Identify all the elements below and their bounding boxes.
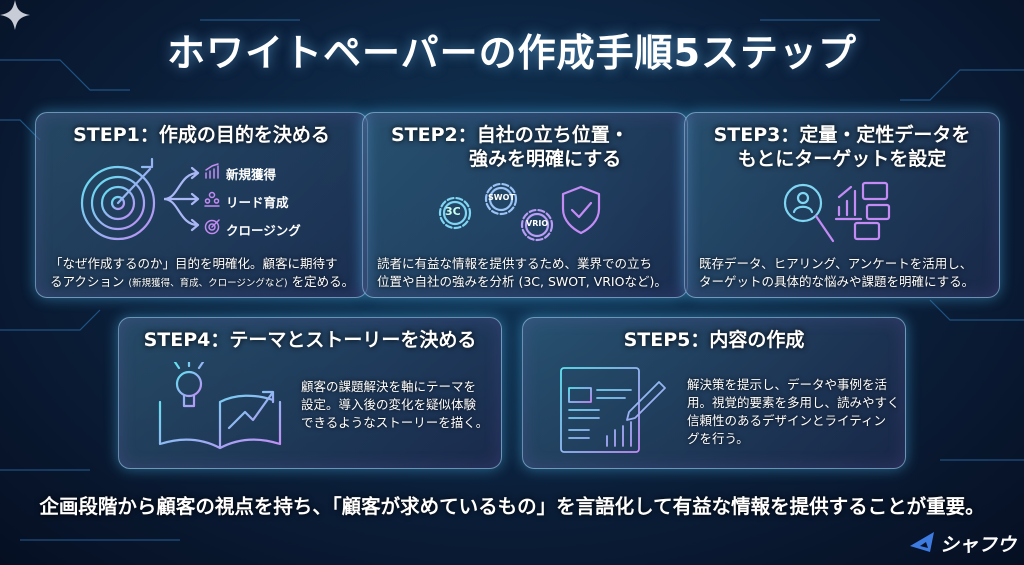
gear-label-vrio: VRIO [526,219,549,228]
step5-card: STEP5：内容の作成 解決策を提示し、データや事例を活用。視覚的要素を多用し、… [522,317,906,469]
goal-closing: クロージング [226,223,301,238]
step5-heading: STEP5：内容の作成 [623,329,805,351]
gear-icon-3c [438,196,472,230]
step4-card: STEP4：テーマとストーリーを決める 顧客の課題解決を軸にテーマを設定。導入後… [118,317,502,469]
step2-heading-line1: STEP2：自社の立ち位置・ [391,124,629,146]
step4-heading: STEP4：テーマとストーリーを決める [143,329,477,351]
target-icon [80,157,156,241]
step2-heading-line2: 強みを明確にする [469,148,622,170]
page-title: ホワイトペーパーの作成手順5ステップ [166,31,858,75]
shield-check-icon [561,185,601,235]
user-search-analytics-icon [783,181,891,243]
step1-heading: STEP1：作成の目的を決める [73,124,330,146]
goal-new-acquisition: 新規獲得 [226,167,277,182]
gear-label-swot: SWOT [488,193,515,202]
step1-card: STEP1：作成の目的を決める 新規獲得 リード育成 クロージング 「なぜ作成す… [35,112,368,298]
people-icon [204,191,220,207]
logo-text: シャフウ [940,534,1017,556]
brand-logo: シャフウ [908,528,1018,558]
step1-description: 「なぜ作成するのか」目的を明確化。顧客に期待するアクション (新規獲得、育成、ク… [50,256,355,289]
gear-icon-vrio [520,208,554,242]
step2-description: 読者に有益な情報を提供するため、業界での立ち位置や自社の強みを分析 (3C, S… [377,256,667,289]
step3-description: 既存データ、ヒアリング、アンケートを活用し、ターゲットの具体的な悩みや課題を明確… [699,256,975,289]
goal-lead-nurturing: リード育成 [226,195,289,210]
step3-heading-line1: STEP3：定量・定性データを [713,124,971,146]
gear-label-3c: 3C [445,205,461,218]
logo-mark-icon [910,532,934,552]
step5-description: 解決策を提示し、データや事例を活用。視覚的要素を多用し、読みやすく信頼性のあるデ… [687,377,900,446]
growth-chart-icon [205,163,219,179]
step3-card: STEP3：定量・定性データを もとにターゲットを設定 既存データ、ヒアリング、… [684,112,1000,298]
lightbulb-book-growth-icon [158,362,282,450]
gear-icon-swot [484,182,518,216]
step2-card: STEP2：自社の立ち位置・ 強みを明確にする 3C SWOT VRIO 読者に… [362,112,688,298]
summary-text: 企画段階から顧客の視点を持ち、「顧客が求めているもの」を言語化して有益な情報を提… [39,495,985,518]
small-target-icon [204,219,220,235]
document-pen-icon [560,367,666,453]
step4-description: 顧客の課題解決を軸にテーマを設定。導入後の変化を疑似体験できるようなストーリーを… [301,379,489,430]
step3-heading-line2: もとにターゲットを設定 [737,148,947,170]
branch-arrows-icon [164,166,200,232]
